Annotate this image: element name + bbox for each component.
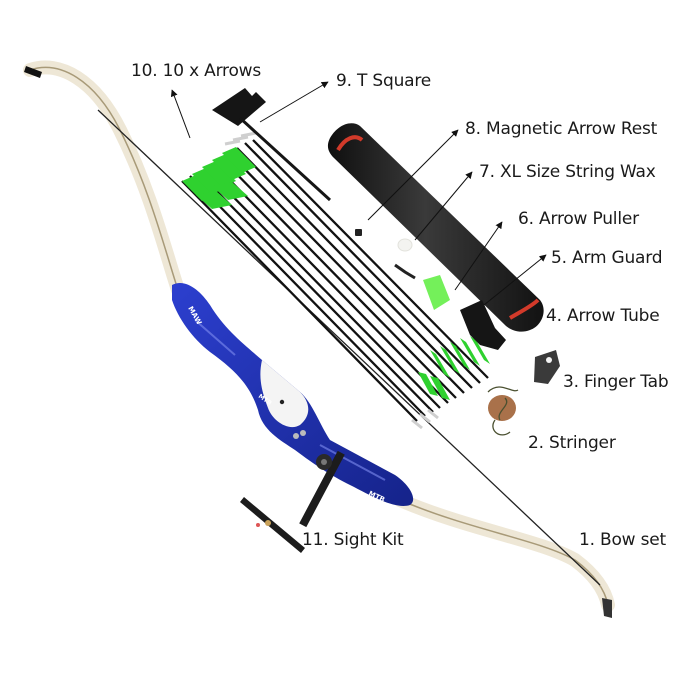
arrow-tube (327, 123, 544, 332)
bow-riser: MAW MTB MTB (172, 282, 414, 506)
leader-string-wax (414, 171, 473, 241)
label-arrow-tube: 4. Arrow Tube (546, 306, 660, 326)
finger-tab (534, 350, 560, 384)
label-stringer: 2. Stringer (528, 433, 616, 453)
t-square (212, 88, 332, 202)
leader-arm-guard (483, 254, 547, 306)
leader-lines (170, 81, 547, 306)
label-arrows: 10. 10 x Arrows (131, 61, 262, 81)
label-t-square: 9. T Square (336, 71, 432, 91)
label-arm-guard: 5. Arm Guard (551, 248, 663, 268)
label-bow-set: 1. Bow set (579, 530, 666, 550)
string-wax (397, 238, 413, 252)
arrow-puller (394, 263, 450, 310)
arm-guard (460, 300, 506, 350)
arrows-bundle (181, 131, 490, 430)
leader-arrow-rest (367, 129, 459, 221)
label-sight-kit: 11. Sight Kit (302, 530, 404, 550)
label-magnetic-arrow-rest: 8. Magnetic Arrow Rest (465, 119, 658, 139)
stringer (487, 386, 519, 436)
label-finger-tab: 3. Finger Tab (563, 372, 669, 392)
lower-limb-tip (602, 598, 612, 618)
bowstring (97, 109, 601, 586)
label-arrow-puller: 6. Arrow Puller (518, 209, 639, 229)
leader-arrows (170, 89, 191, 139)
sight-kit (240, 450, 345, 553)
leader-arrow-puller (454, 221, 503, 291)
magnetic-arrow-rest (355, 229, 362, 236)
upper-limb-tip (24, 66, 42, 78)
label-string-wax: 7. XL Size String Wax (479, 162, 656, 182)
leader-t-square (259, 81, 329, 123)
